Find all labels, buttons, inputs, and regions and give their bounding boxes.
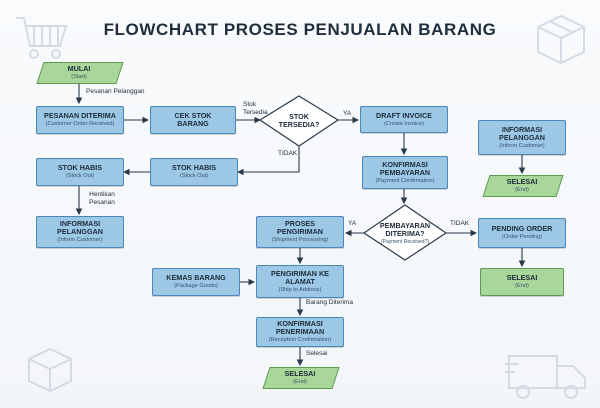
start-label: MULAI bbox=[67, 64, 91, 73]
end-terminal-mid: SELESAI (End) bbox=[480, 268, 564, 296]
page-title: FLOWCHART PROSES PENJUALAN BARANG bbox=[103, 20, 497, 39]
edge-label-ya-1: YA bbox=[343, 110, 352, 117]
node-stok-habis-mid-sublabel: (Stock Out) bbox=[179, 173, 209, 179]
edge-label-tidak-2: TIDAK bbox=[450, 220, 470, 227]
edge-label-hentikan: Hentikan Pesanan bbox=[84, 191, 120, 207]
node-informasi-pelanggan-right: INFORMASI PELANGGAN (Inform Customer) bbox=[478, 120, 566, 155]
node-informasi-pelanggan-right-sublabel: (Inform Customer) bbox=[499, 142, 545, 149]
node-pending-order-label: PENDING ORDER bbox=[491, 224, 553, 233]
node-konfirmasi-pembayaran-sublabel: (Payment Confirmation) bbox=[375, 177, 435, 184]
shopping-cart-icon bbox=[16, 17, 68, 59]
node-pengiriman-alamat-sublabel: (Ship to Address) bbox=[278, 286, 322, 293]
decision-pembayaran-sublabel: (Payment Received?) bbox=[380, 239, 430, 245]
node-draft-invoice: DRAFT INVOICE (Create Invoice) bbox=[360, 106, 448, 133]
node-stok-habis-left: STOK HABIS (Stock Out) bbox=[36, 158, 124, 186]
end-terminal-top-label: SELESAI bbox=[506, 177, 538, 186]
node-stok-habis-left-sublabel: (Stock Out) bbox=[65, 173, 95, 179]
package-box-icon bbox=[28, 347, 72, 393]
start-sublabel: (Start) bbox=[71, 74, 87, 80]
decision-stok-tersedia-label: STOK TERSEDIA? bbox=[278, 112, 320, 129]
node-pengiriman-alamat-label: PENGIRIMAN KE ALAMAT bbox=[271, 268, 329, 286]
node-stok-habis-mid: STOK HABIS (Stock Out) bbox=[150, 158, 238, 186]
end-terminal-bottom: SELESAI (End) bbox=[262, 367, 338, 389]
node-proses-pengiriman: PROSES PENGIRIMAN (Shipment Processing) bbox=[256, 216, 344, 248]
edge-label-pesanan-pelanggan: Pesanan Pelanggan bbox=[86, 88, 145, 95]
node-konfirmasi-penerimaan-label: KONFIRMASI PENERIMAAN bbox=[275, 319, 325, 336]
node-informasi-pelanggan-left-label: INFORMASI PELANGGAN bbox=[57, 219, 103, 236]
decision-stok-tersedia: STOK TERSEDIA? bbox=[272, 108, 326, 134]
end-terminal-top: SELESAI (End) bbox=[482, 175, 562, 197]
node-pending-order: PENDING ORDER (Order Pending) bbox=[478, 218, 566, 248]
decision-pembayaran: PEMBAYARAN DITERIMA? (Payment Received?) bbox=[370, 218, 440, 250]
delivery-truck-icon bbox=[505, 355, 586, 399]
node-pesanan-diterima: PESANAN DITERIMA (Customer Order Receive… bbox=[36, 106, 124, 134]
package-box-icon bbox=[537, 14, 585, 65]
end-terminal-mid-sublabel: (End) bbox=[515, 283, 529, 289]
node-informasi-pelanggan-left: INFORMASI PELANGGAN (Inform Customer) bbox=[36, 216, 124, 248]
node-draft-invoice-label: DRAFT INVOICE bbox=[376, 110, 432, 120]
node-konfirmasi-pembayaran-label: KONFIRMASI PEMBAYARAN bbox=[379, 159, 431, 177]
node-pesanan-diterima-label: PESANAN DITERIMA bbox=[44, 111, 116, 120]
node-pending-order-sublabel: (Order Pending) bbox=[501, 234, 543, 240]
node-cek-stok-label: CEK STOK BARANG bbox=[174, 111, 212, 128]
end-terminal-bottom-sublabel: (End) bbox=[293, 379, 307, 385]
end-terminal-mid-label: SELESAI bbox=[506, 273, 538, 282]
node-pengiriman-alamat: PENGIRIMAN KE ALAMAT (Ship to Address) bbox=[256, 265, 344, 298]
node-pesanan-diterima-sublabel: (Customer Order Received) bbox=[45, 121, 115, 127]
decision-pembayaran-shape bbox=[362, 204, 448, 261]
edge-label-barang-diterima: Barang Diterima bbox=[306, 299, 353, 306]
edge-label-ya-2: YA bbox=[348, 220, 357, 227]
decision-pembayaran-label: PEMBAYARAN DITERIMA? bbox=[379, 221, 431, 238]
edge-label-selesai: Selesai bbox=[306, 350, 328, 357]
end-terminal-top-sublabel: (End) bbox=[515, 187, 529, 193]
edge-label-hentikan-text: Hentikan Pesanan bbox=[89, 191, 115, 206]
node-proses-pengiriman-label: PROSES PENGIRIMAN bbox=[277, 219, 323, 236]
node-stok-habis-left-label: STOK HABIS bbox=[57, 163, 103, 172]
node-stok-habis-mid-label: STOK HABIS bbox=[171, 163, 217, 172]
start-terminal: MULAI (Start) bbox=[36, 62, 122, 84]
node-konfirmasi-penerimaan: KONFIRMASI PENERIMAAN (Reception Confirm… bbox=[256, 317, 344, 347]
edge-label-tidak-1: TIDAK bbox=[278, 150, 298, 157]
edge-label-stok: Stok Tersedia bbox=[243, 101, 268, 117]
node-cek-stok: CEK STOK BARANG bbox=[150, 106, 236, 134]
node-draft-invoice-sublabel: (Create Invoice) bbox=[384, 120, 424, 127]
decision-stok-tersedia-shape bbox=[258, 95, 340, 147]
node-proses-pengiriman-sublabel: (Shipment Processing) bbox=[271, 237, 329, 243]
node-konfirmasi-penerimaan-sublabel: (Reception Confirmation) bbox=[268, 337, 332, 343]
node-kemas-barang: KEMAS BARANG (Package Goods) bbox=[152, 268, 240, 296]
end-terminal-bottom-label: SELESAI bbox=[284, 369, 316, 378]
node-kemas-barang-sublabel: (Package Goods) bbox=[174, 283, 218, 289]
node-informasi-pelanggan-left-sublabel: (Inform Customer) bbox=[57, 237, 103, 243]
node-informasi-pelanggan-right-label: INFORMASI PELANGGAN bbox=[499, 124, 545, 142]
edge-stok-habis-tidak bbox=[236, 146, 300, 176]
edge-label-stok-text: Stok Tersedia bbox=[243, 101, 268, 116]
node-konfirmasi-pembayaran: KONFIRMASI PEMBAYARAN (Payment Confirmat… bbox=[362, 156, 448, 189]
node-kemas-barang-label: KEMAS BARANG bbox=[166, 273, 226, 282]
